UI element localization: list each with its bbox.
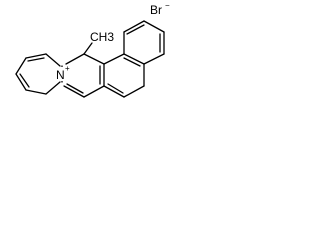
bond bbox=[123, 85, 145, 98]
bond bbox=[65, 53, 85, 65]
bond bbox=[15, 57, 27, 75]
bond bbox=[66, 83, 84, 94]
bond bbox=[19, 73, 30, 88]
methyl-group: CH3 bbox=[90, 30, 114, 44]
structure-diagram: N + CH3 Br − bbox=[15, 1, 170, 98]
bond bbox=[27, 57, 45, 62]
bond bbox=[107, 83, 124, 94]
bond bbox=[25, 89, 47, 95]
bond bbox=[83, 85, 105, 98]
bond bbox=[45, 53, 61, 67]
bond bbox=[123, 20, 145, 33]
bond bbox=[103, 53, 125, 65]
nitrogen-charge: + bbox=[65, 64, 70, 73]
nitrogen-symbol: N bbox=[56, 68, 65, 82]
bromide-charge: − bbox=[165, 1, 170, 10]
bond bbox=[25, 53, 47, 59]
bond bbox=[143, 53, 165, 65]
bond bbox=[126, 24, 145, 35]
bond bbox=[83, 42, 93, 55]
bond bbox=[123, 57, 141, 67]
bond bbox=[45, 81, 61, 95]
bond bbox=[63, 85, 85, 98]
nitrogen-atom: N + bbox=[55, 64, 70, 82]
bond bbox=[103, 85, 125, 98]
bond bbox=[15, 73, 27, 91]
bond-set bbox=[15, 20, 165, 98]
bromide-ion: Br − bbox=[150, 1, 170, 17]
bromide-symbol: Br bbox=[150, 3, 162, 17]
bond bbox=[123, 53, 145, 65]
bond bbox=[143, 20, 165, 33]
bond bbox=[83, 53, 105, 65]
methyl-label: CH3 bbox=[90, 30, 114, 44]
